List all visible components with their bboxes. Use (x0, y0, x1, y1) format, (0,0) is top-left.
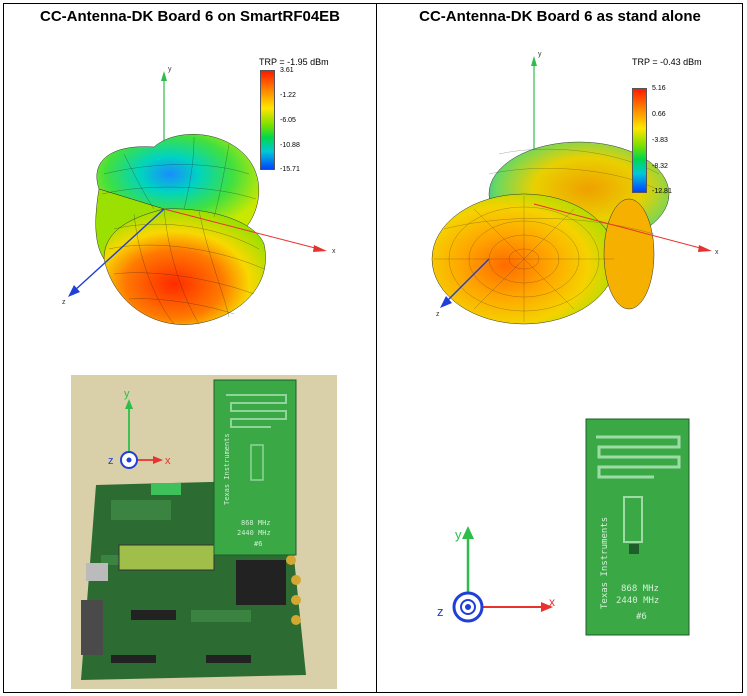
z-axis-line (73, 208, 165, 292)
sma-connectors (286, 555, 301, 625)
photo-y-label: y (455, 527, 462, 542)
board-number: #6 (254, 540, 262, 548)
photo-z-label: z (437, 604, 444, 619)
right-board-photo: y x z Texas Instruments 868 MHz 2440 MHz… (437, 418, 690, 636)
right-scale-tick-2: 0.66 (652, 111, 666, 118)
y-axis-arrow (161, 71, 167, 81)
board-brand: Texas Instruments (223, 433, 231, 505)
side-lobe (603, 198, 655, 310)
antenna-board (213, 379, 297, 556)
left-scale-tick-2: -1.22 (280, 92, 296, 99)
usb-connector (86, 563, 108, 581)
board-freq-1: 868 MHz (621, 584, 659, 594)
board-freq-2: 2440 MHz (237, 529, 271, 537)
meander-antenna (596, 435, 681, 479)
right-radiation-pattern: y x z (431, 51, 719, 325)
right-scale-tick-1: 5.16 (652, 85, 666, 92)
photo-z-label: z (108, 455, 114, 467)
left-board-photo: Texas Instruments 868 MHz 2440 MHz #6 y … (71, 375, 337, 689)
x-axis-arrow (698, 245, 712, 252)
lcd-display (118, 544, 215, 571)
right-title: CC-Antenna-DK Board 6 as stand alone (419, 8, 701, 25)
z-axis-line (445, 258, 490, 303)
x-axis-line (533, 203, 705, 250)
x-axis-arrow (313, 245, 327, 252)
left-scale-tick-3: -6.05 (280, 117, 296, 124)
lower-lobe (98, 208, 266, 325)
photo-x-label: x (549, 595, 555, 609)
y-axis-label: y (538, 51, 542, 58)
right-scale-tick-5: -12.81 (652, 188, 672, 195)
z-axis-arrow (68, 285, 80, 297)
right-scale-tick-3: -3.83 (652, 137, 668, 144)
x-axis-label: x (332, 248, 336, 255)
left-radiation-pattern: y x z (62, 66, 336, 325)
left-scale-tick-1: 3.61 (280, 67, 294, 74)
board-number: #6 (636, 612, 647, 622)
photo-x-label: x (165, 455, 171, 467)
left-color-scale (260, 70, 275, 170)
y-axis-arrow (531, 56, 537, 66)
photo-y-label: y (124, 388, 130, 400)
z-axis-label: z (436, 311, 440, 318)
figure-table: CC-Antenna-DK Board 6 on SmartRF04EB y (3, 3, 743, 693)
board-brand: Texas Instruments (600, 517, 610, 609)
upper-lobe (96, 134, 259, 235)
y-axis-label: y (168, 66, 172, 73)
z-axis-arrow (440, 296, 452, 308)
left-scale-tick-4: -10.88 (280, 142, 300, 149)
board-freq-2: 2440 MHz (616, 596, 659, 606)
x-axis-label: x (715, 249, 719, 256)
terminal-block (151, 483, 181, 495)
z-axis-label: z (62, 299, 66, 306)
left-trp-label: TRP = -1.95 dBm (259, 57, 329, 67)
left-scale-tick-5: -15.71 (280, 166, 300, 173)
mesh-grid (101, 136, 265, 325)
left-title: CC-Antenna-DK Board 6 on SmartRF04EB (39, 8, 341, 25)
column-divider (376, 4, 377, 692)
antenna-board (585, 418, 690, 636)
x-axis-line (163, 208, 320, 250)
socket-chip (236, 560, 286, 605)
side-lobe (95, 188, 165, 260)
board-freq-1: 868 MHz (241, 519, 271, 527)
right-trp-label: TRP = -0.43 dBm (632, 57, 702, 67)
serial-connector (81, 600, 103, 655)
right-color-scale (632, 88, 647, 193)
meander-antenna (226, 394, 287, 428)
right-scale-tick-4: -8.32 (652, 163, 668, 170)
